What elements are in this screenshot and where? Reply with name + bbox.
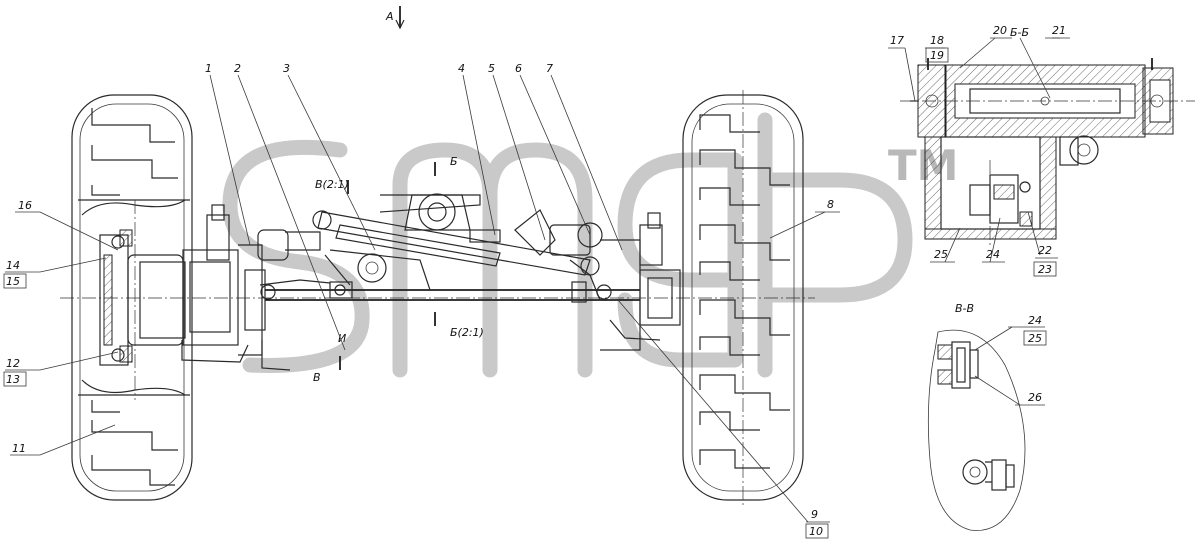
callouts-bottom: 9 10 <box>617 299 830 539</box>
callout-23: 23 <box>1038 263 1052 276</box>
right-wheel <box>682 90 804 505</box>
callout-6: 6 <box>515 62 522 75</box>
section-mark-i: И <box>338 332 346 345</box>
callout-15: 15 <box>6 275 20 288</box>
callout-5: 5 <box>488 62 495 75</box>
callout-vv-25: 25 <box>1028 332 1042 345</box>
callouts-main: 1 2 3 4 5 6 7 8 <box>205 62 840 351</box>
section-mark-b-upper: Б <box>450 155 458 168</box>
hydraulic-cylinder <box>312 194 600 276</box>
callout-7: 7 <box>546 62 553 75</box>
section-mark-v-lower: В <box>313 371 321 384</box>
callout-20: 20 <box>993 24 1007 37</box>
callout-24: 24 <box>986 248 1000 261</box>
right-steering-knuckle <box>596 212 681 351</box>
callout-17: 17 <box>890 34 904 47</box>
callout-vv-24: 24 <box>1028 314 1042 327</box>
callout-16: 16 <box>18 199 32 212</box>
trademark-symbol: TM <box>888 141 958 190</box>
central-pivot <box>404 193 471 231</box>
callout-11: 11 <box>12 442 26 455</box>
callout-22: 22 <box>1038 244 1052 257</box>
section-mark-b-lower: Б(2:1) <box>450 326 484 339</box>
callout-4: 4 <box>458 62 465 75</box>
section-mark-v-upper: В(2:1) <box>315 178 349 191</box>
callout-21: 21 <box>1052 24 1066 37</box>
section-marks: А В(2:1) Б Б(2:1) И В <box>313 6 484 384</box>
callout-9: 9 <box>811 508 818 521</box>
section-vv-title: В-В <box>955 302 974 315</box>
callout-10: 10 <box>809 525 823 538</box>
watermark-logo: TM <box>222 112 958 378</box>
callout-14: 14 <box>6 259 20 272</box>
left-wheel <box>71 94 193 501</box>
callout-8: 8 <box>827 198 834 211</box>
section-b-b: Б-Б 17 18 19 20 <box>888 24 1195 277</box>
callout-3: 3 <box>283 62 290 75</box>
callout-25: 25 <box>934 248 948 261</box>
view-arrow-label: А <box>385 10 394 23</box>
callouts-left: 16 14 15 12 13 11 <box>3 199 119 456</box>
callout-1: 1 <box>205 62 212 75</box>
callout-13: 13 <box>6 373 20 386</box>
section-v-v: В-В 24 25 26 <box>927 302 1047 531</box>
callout-vv-26: 26 <box>1028 391 1042 404</box>
callout-19: 19 <box>930 49 944 62</box>
section-bb-title: Б-Б <box>1010 26 1029 39</box>
left-steering-knuckle <box>181 204 291 371</box>
callout-2: 2 <box>234 62 241 75</box>
callout-18: 18 <box>930 34 944 47</box>
axle-beam <box>259 231 640 301</box>
callout-12: 12 <box>6 357 20 370</box>
